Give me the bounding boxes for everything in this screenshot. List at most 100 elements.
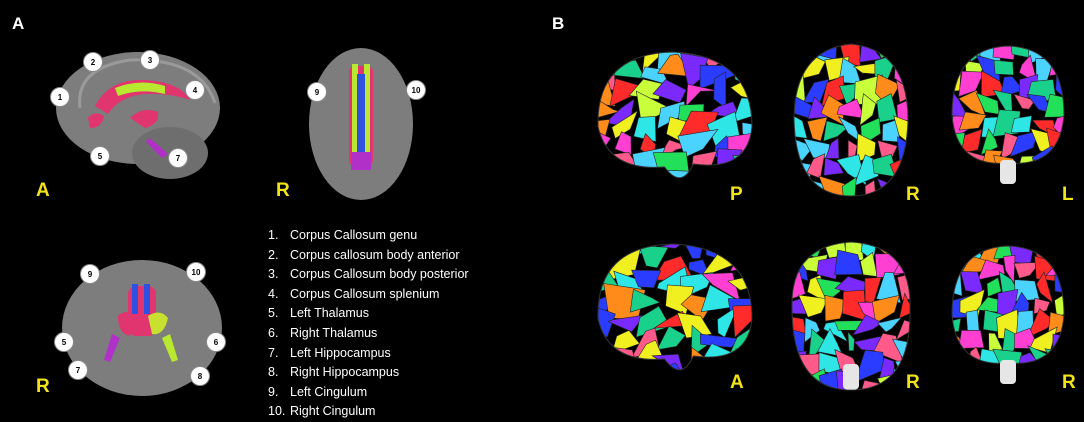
brain-parcel (665, 362, 686, 370)
legend-label: Right Cingulum (290, 404, 376, 419)
legend-number: 6. (268, 325, 279, 340)
brain-parcel (633, 116, 657, 143)
brain-parcel (597, 52, 622, 71)
brain-parcel (963, 167, 986, 190)
brain-parcel (806, 116, 828, 142)
callout-5-bottom: 5 (54, 332, 74, 352)
brain-parcel (729, 250, 752, 272)
brain-parcel (632, 372, 660, 386)
orientation-label-b5: R (906, 372, 920, 393)
axial-top-glass-brain (305, 44, 417, 204)
brain-parcel (877, 317, 903, 333)
legend-number: 3. (268, 267, 279, 282)
legend-label: Corpus Callosum genu (290, 228, 418, 242)
brainstem (1000, 160, 1016, 184)
axial-bottom-glass-brain (58, 256, 226, 406)
brain-parcel (824, 294, 847, 322)
brain-parcel (723, 244, 752, 262)
brain-parcel (976, 348, 1006, 364)
brain-parcel (633, 173, 664, 178)
brain-parcel (597, 128, 612, 159)
brain-parcel (689, 150, 718, 178)
brain-parcel (733, 56, 752, 89)
brain-parcel (841, 176, 857, 196)
callout-10-bottom: 10 (186, 262, 206, 282)
brain-parcel (1009, 130, 1039, 158)
brain-parcel (958, 151, 989, 164)
brain-parcel (858, 379, 880, 390)
brain-parcel (732, 152, 752, 178)
brain-parcel (1033, 297, 1051, 315)
brain-parcel (952, 246, 965, 264)
legend-label: Corpus callosum body anterior (290, 247, 460, 262)
brain-parcel (610, 346, 638, 370)
brain-parcel (958, 329, 985, 349)
brain-parcel (823, 120, 850, 142)
brain-parcel (816, 256, 840, 280)
callout-9-top: 9 (307, 82, 327, 102)
legend-item: 3. Corpus Callosum body posterior (268, 265, 469, 285)
legend-label: Right Hippocampus (290, 365, 400, 380)
brain-parcel (893, 115, 908, 144)
brain-parcel (602, 172, 647, 178)
callout-5: 5 (90, 146, 110, 166)
legend-label: Left Hippocampus (290, 345, 391, 360)
orientation-label-b2: R (906, 184, 920, 205)
brain-parcel (1015, 352, 1041, 364)
brain-parcel (607, 314, 646, 333)
parcellation-view-2 (790, 40, 912, 200)
callout-2: 2 (83, 52, 103, 72)
brain-parcel (876, 374, 897, 390)
orientation-label-sagittal: A (36, 180, 50, 201)
orientation-label-b4: A (730, 372, 744, 393)
callout-9-bottom: 9 (80, 264, 100, 284)
legend-label: Right Thalamus (290, 325, 378, 340)
brain-parcel (1045, 170, 1063, 190)
brain-parcel (689, 171, 712, 178)
brain-parcel (962, 370, 989, 390)
brain-parcel (895, 79, 908, 103)
brain-parcel (794, 44, 804, 62)
brain-parcel (871, 294, 900, 324)
brain-parcel (1044, 93, 1064, 118)
legend-item: 10.Right Cingulum (268, 402, 469, 422)
brain-parcel (680, 374, 719, 386)
brain-parcel (958, 111, 987, 131)
legend-number: 9. (268, 384, 279, 399)
brain-parcel (823, 321, 849, 343)
brain-parcel (834, 249, 863, 276)
callout-7: 7 (168, 148, 188, 168)
legend-label: Left Cingulum (290, 384, 368, 399)
parcellation-view-1 (588, 44, 758, 194)
panel-a-label: A (12, 14, 25, 33)
brain-parcel (977, 259, 1006, 281)
brain-parcel (588, 181, 607, 193)
brain-parcel (856, 133, 876, 163)
brain-parcel (898, 292, 911, 319)
orientation-label-b1: P (730, 184, 743, 205)
brain-parcel (1013, 261, 1042, 279)
legend-item: 4.Corpus Callosum splenium (268, 285, 469, 305)
brain-parcel (611, 110, 639, 139)
brain-parcel (948, 374, 963, 390)
brain-parcel (897, 44, 908, 58)
brain-parcel (820, 94, 845, 126)
brain-parcel (897, 270, 911, 301)
brain-parcel (823, 157, 845, 176)
legend-item: 5.Left Thalamus (268, 304, 469, 324)
brain-parcel (859, 44, 882, 63)
brain-parcel (1054, 46, 1064, 66)
brain-parcel (952, 155, 967, 164)
brain-parcel (952, 348, 969, 364)
legend-label: Corpus Callosum body posterior (290, 267, 469, 282)
legend-number: 7. (268, 345, 279, 360)
brain-parcel (986, 277, 1002, 298)
brain-parcel (608, 367, 641, 370)
legend-item: 2.Corpus callosum body anterior (268, 246, 469, 266)
brain-parcel (677, 129, 719, 158)
brain-parcel (597, 59, 616, 92)
brain-parcel (825, 137, 840, 159)
brain-parcel (638, 245, 669, 269)
parcellation-view-4 (588, 236, 758, 386)
orientation-label-b6: R (1062, 372, 1076, 393)
